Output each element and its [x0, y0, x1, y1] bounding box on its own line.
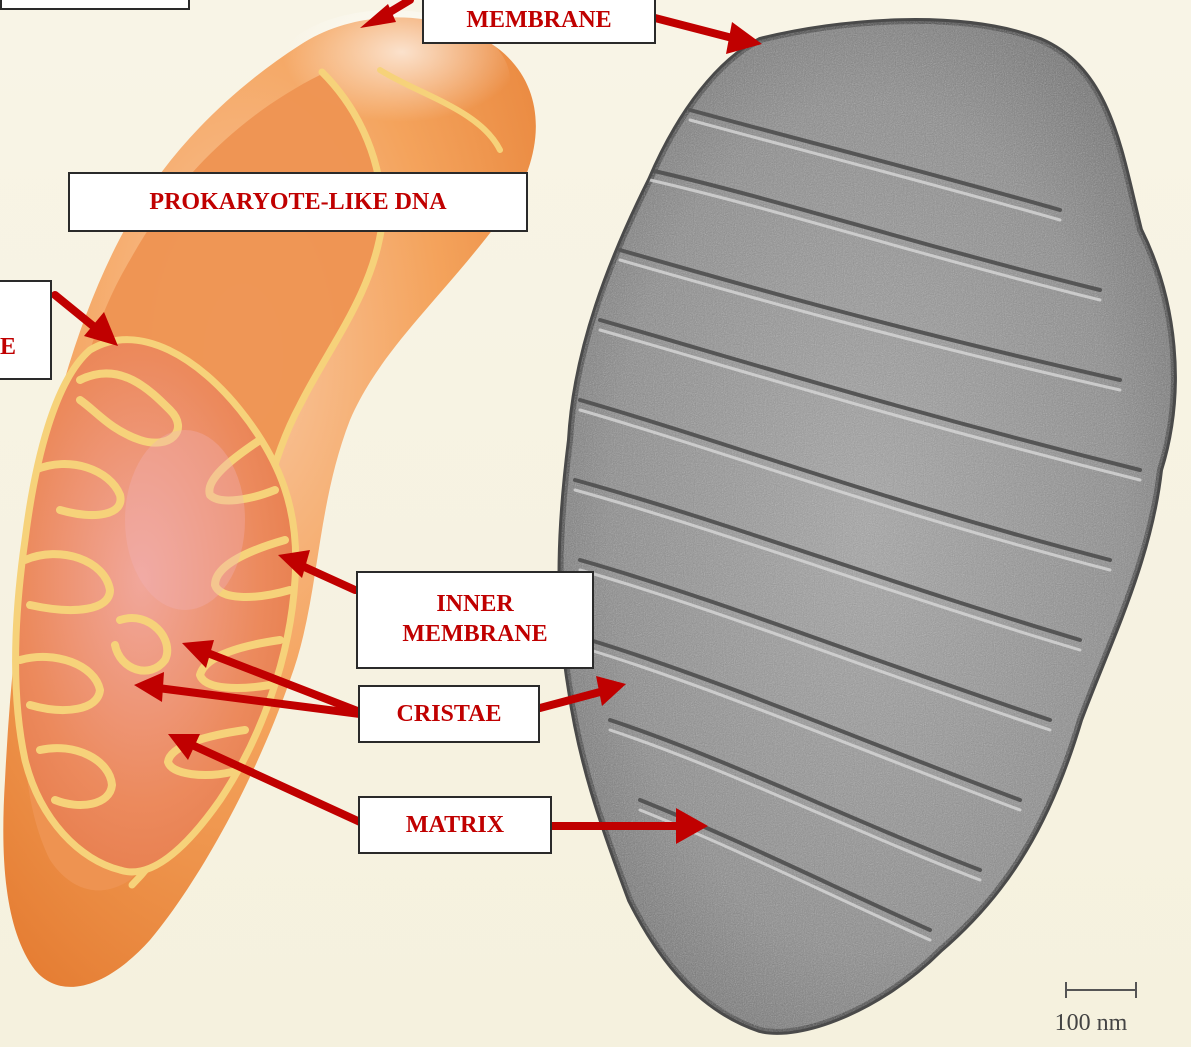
- label-left-partial: E: [0, 280, 52, 380]
- label-cristae: CRISTAE: [358, 685, 540, 743]
- label-outer-membrane: MEMBRANE: [422, 0, 656, 44]
- micrograph-group: [540, 0, 1191, 1047]
- label-matrix: MATRIX: [358, 796, 552, 854]
- label-prokaryote-dna: PROKARYOTE-LIKE DNA: [68, 172, 528, 232]
- label-top-left-box: [0, 0, 190, 10]
- arrow-outer-membrane-right: [655, 18, 740, 40]
- label-inner-membrane: INNER MEMBRANE: [356, 571, 594, 669]
- scale-bar-label: 100 nm: [1036, 1010, 1146, 1037]
- scale-bar: [1066, 982, 1136, 998]
